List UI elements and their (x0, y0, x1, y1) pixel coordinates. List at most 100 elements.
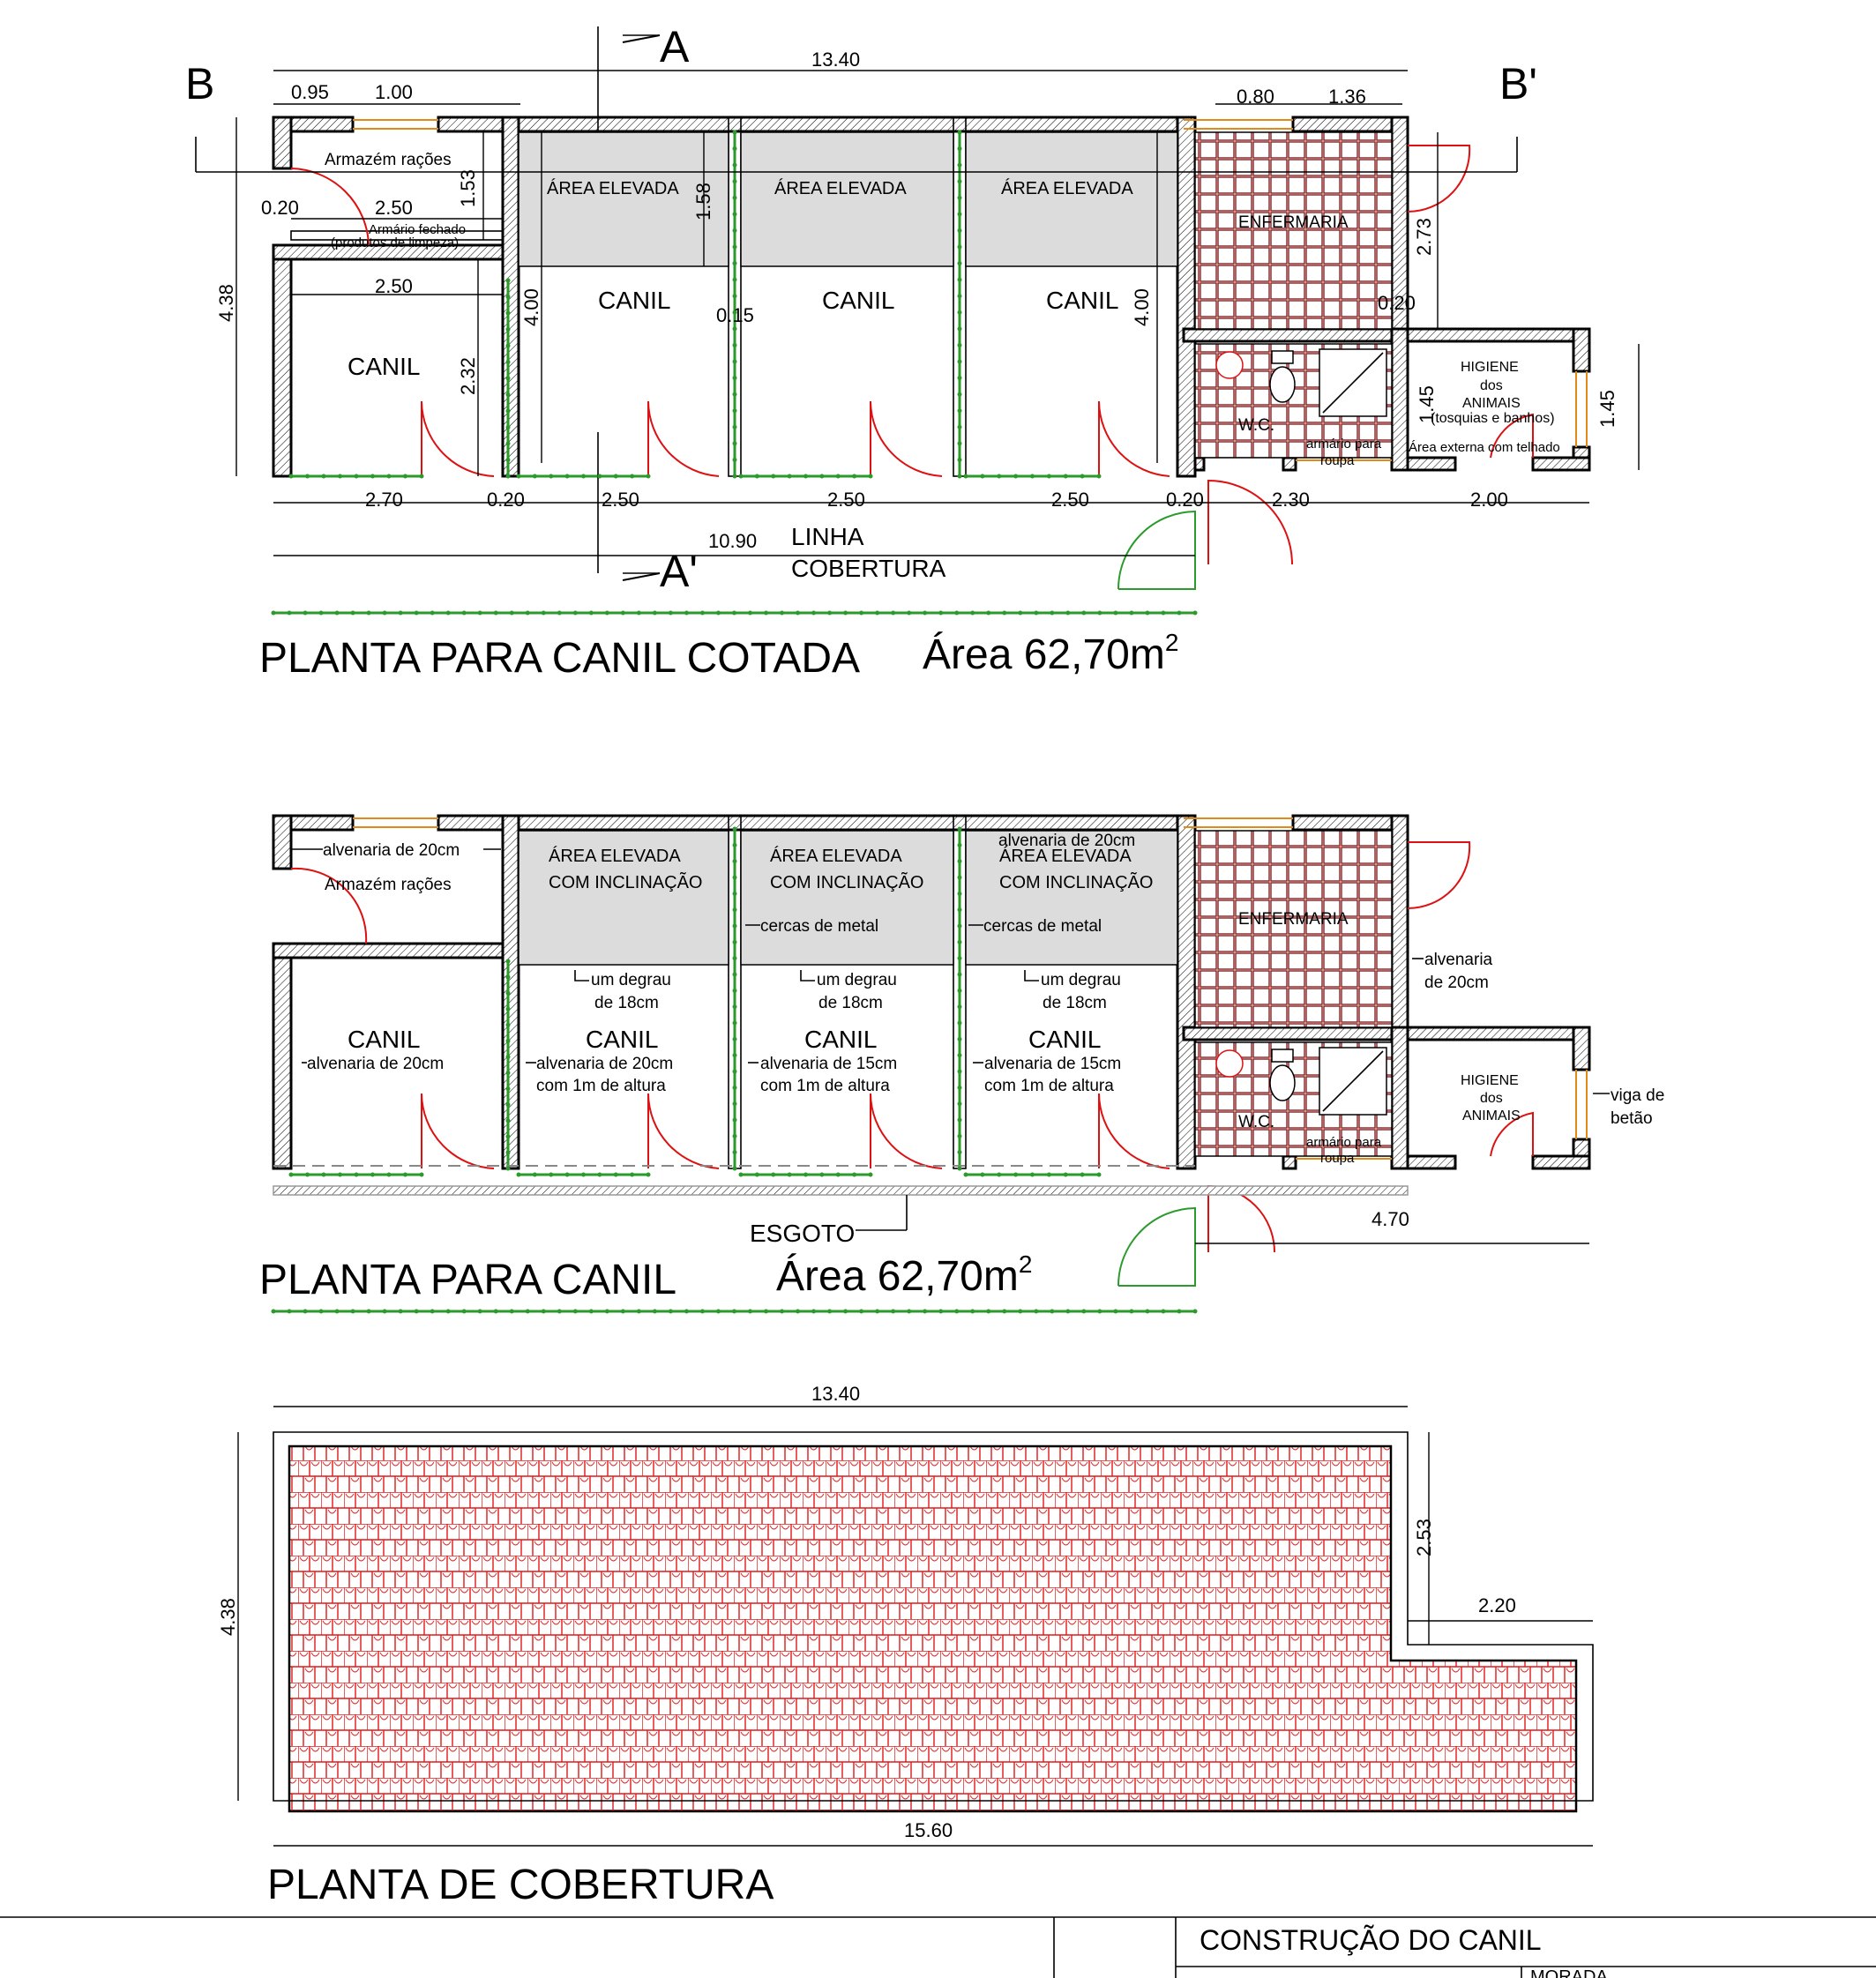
fence-post (771, 1172, 776, 1177)
fence-post (350, 1309, 355, 1314)
fence-post (354, 1172, 359, 1177)
fence-post (1030, 1172, 1035, 1177)
fence-post (505, 974, 511, 980)
fence-post (732, 1085, 737, 1090)
fence-post (796, 1309, 801, 1314)
fence-post (321, 1172, 326, 1177)
room-area-elevada-2: ÁREA ELEVADA (774, 178, 907, 198)
fence-post (957, 342, 962, 347)
fence-post (732, 376, 737, 381)
fence-post (957, 441, 962, 446)
section-a2-label: A' (660, 547, 698, 596)
fence-post (419, 474, 424, 479)
fence-post (1013, 1172, 1019, 1177)
room-roupa-2: roupa (1320, 453, 1355, 468)
fence-post (370, 1172, 375, 1177)
fence-post (1065, 1309, 1071, 1314)
fence-post (505, 408, 511, 414)
plan2-area-value: Área 62,70m (776, 1253, 1019, 1300)
fence-post (732, 310, 737, 315)
fence-post (1018, 610, 1023, 616)
fence-post (505, 1102, 511, 1108)
fence-post (620, 1309, 625, 1314)
fence-post (748, 610, 753, 616)
room-canil-1: CANIL (348, 353, 420, 380)
fence-post (505, 1118, 511, 1123)
fence-post (732, 988, 737, 993)
fence-post (287, 1309, 292, 1314)
dim-400a: 4.00 (520, 288, 542, 326)
room-roupa-2-2: roupa (1320, 1151, 1355, 1166)
fence-post (732, 1150, 737, 1155)
dim-roof-1560: 15.60 (904, 1819, 953, 1841)
fence-post (954, 610, 960, 616)
fence-post (835, 474, 841, 479)
fence-post (732, 907, 737, 913)
fence-post (430, 1309, 435, 1314)
dim-136: 1.36 (1328, 86, 1366, 108)
fence-post (321, 474, 326, 479)
fence-post (732, 610, 736, 616)
fence-post (732, 228, 737, 233)
fence-post (957, 923, 962, 929)
fence-post (907, 610, 912, 616)
fence-post (505, 1038, 511, 1043)
fence-post (516, 1172, 521, 1177)
room-canil-2: CANIL (598, 287, 670, 314)
fence-post (986, 1309, 991, 1314)
fence-post (957, 130, 962, 135)
fence-post (732, 424, 737, 429)
fence-post (957, 195, 962, 200)
room-armario-2: (produtos de limpeza) (331, 235, 459, 250)
dim-roof-253: 2.53 (1413, 1519, 1435, 1556)
fence-post (386, 1172, 392, 1177)
fence-post (652, 1309, 657, 1314)
room-area-elevada-1: ÁREA ELEVADA (547, 178, 679, 198)
fence-post (505, 441, 511, 446)
fence-post (382, 610, 387, 616)
dim-250a: 2.50 (375, 197, 413, 219)
fence-post (1002, 610, 1007, 616)
project-title: CONSTRUÇÃO DO CANIL (1200, 1924, 1542, 1956)
fence-post (588, 610, 594, 616)
fence-post (732, 474, 737, 479)
fence-post (1080, 474, 1085, 479)
fence-post (715, 610, 721, 616)
label-alvenaria-20-a: alvenaria de 20cm (323, 841, 460, 860)
label-degrau-3b: de 18cm (1043, 994, 1107, 1012)
fence-post (957, 972, 962, 977)
room-canil-4: CANIL (1046, 287, 1118, 314)
fence-post (505, 1006, 511, 1011)
fence-post (859, 1309, 864, 1314)
label-elev-3a: ÁREA ELEVADA (999, 846, 1132, 866)
dim-153: 1.53 (457, 169, 479, 207)
fence-post (430, 610, 435, 616)
fence-post (732, 1117, 737, 1123)
fence-post (699, 610, 705, 616)
fence-post (732, 875, 737, 880)
label-com1m-3: com 1m de altura (984, 1077, 1114, 1095)
fence-post (957, 956, 962, 961)
section-a-label: A (660, 22, 690, 71)
fence-post (505, 959, 511, 964)
fence-post (954, 1309, 960, 1314)
plan-cobertura (237, 1406, 1594, 1847)
fence-post (923, 610, 928, 616)
room-area-elevada-3: ÁREA ELEVADA (1001, 178, 1133, 198)
fence-post (980, 474, 985, 479)
fence-post (572, 610, 578, 616)
fence-post (957, 376, 962, 381)
fence-post (957, 1069, 962, 1074)
room-canil-2-2: CANIL (586, 1026, 658, 1053)
fence-post (613, 1172, 618, 1177)
fence-post (732, 1004, 737, 1010)
fence-post (505, 1134, 511, 1139)
label-viga-1: viga de (1611, 1086, 1664, 1105)
fence-post (957, 826, 962, 832)
fence-post (957, 457, 962, 462)
fence-post (636, 610, 641, 616)
fence-post (549, 474, 554, 479)
fence-post (1046, 474, 1051, 479)
dim-b230: 2.30 (1272, 489, 1310, 511)
fence-post (1096, 1172, 1102, 1177)
